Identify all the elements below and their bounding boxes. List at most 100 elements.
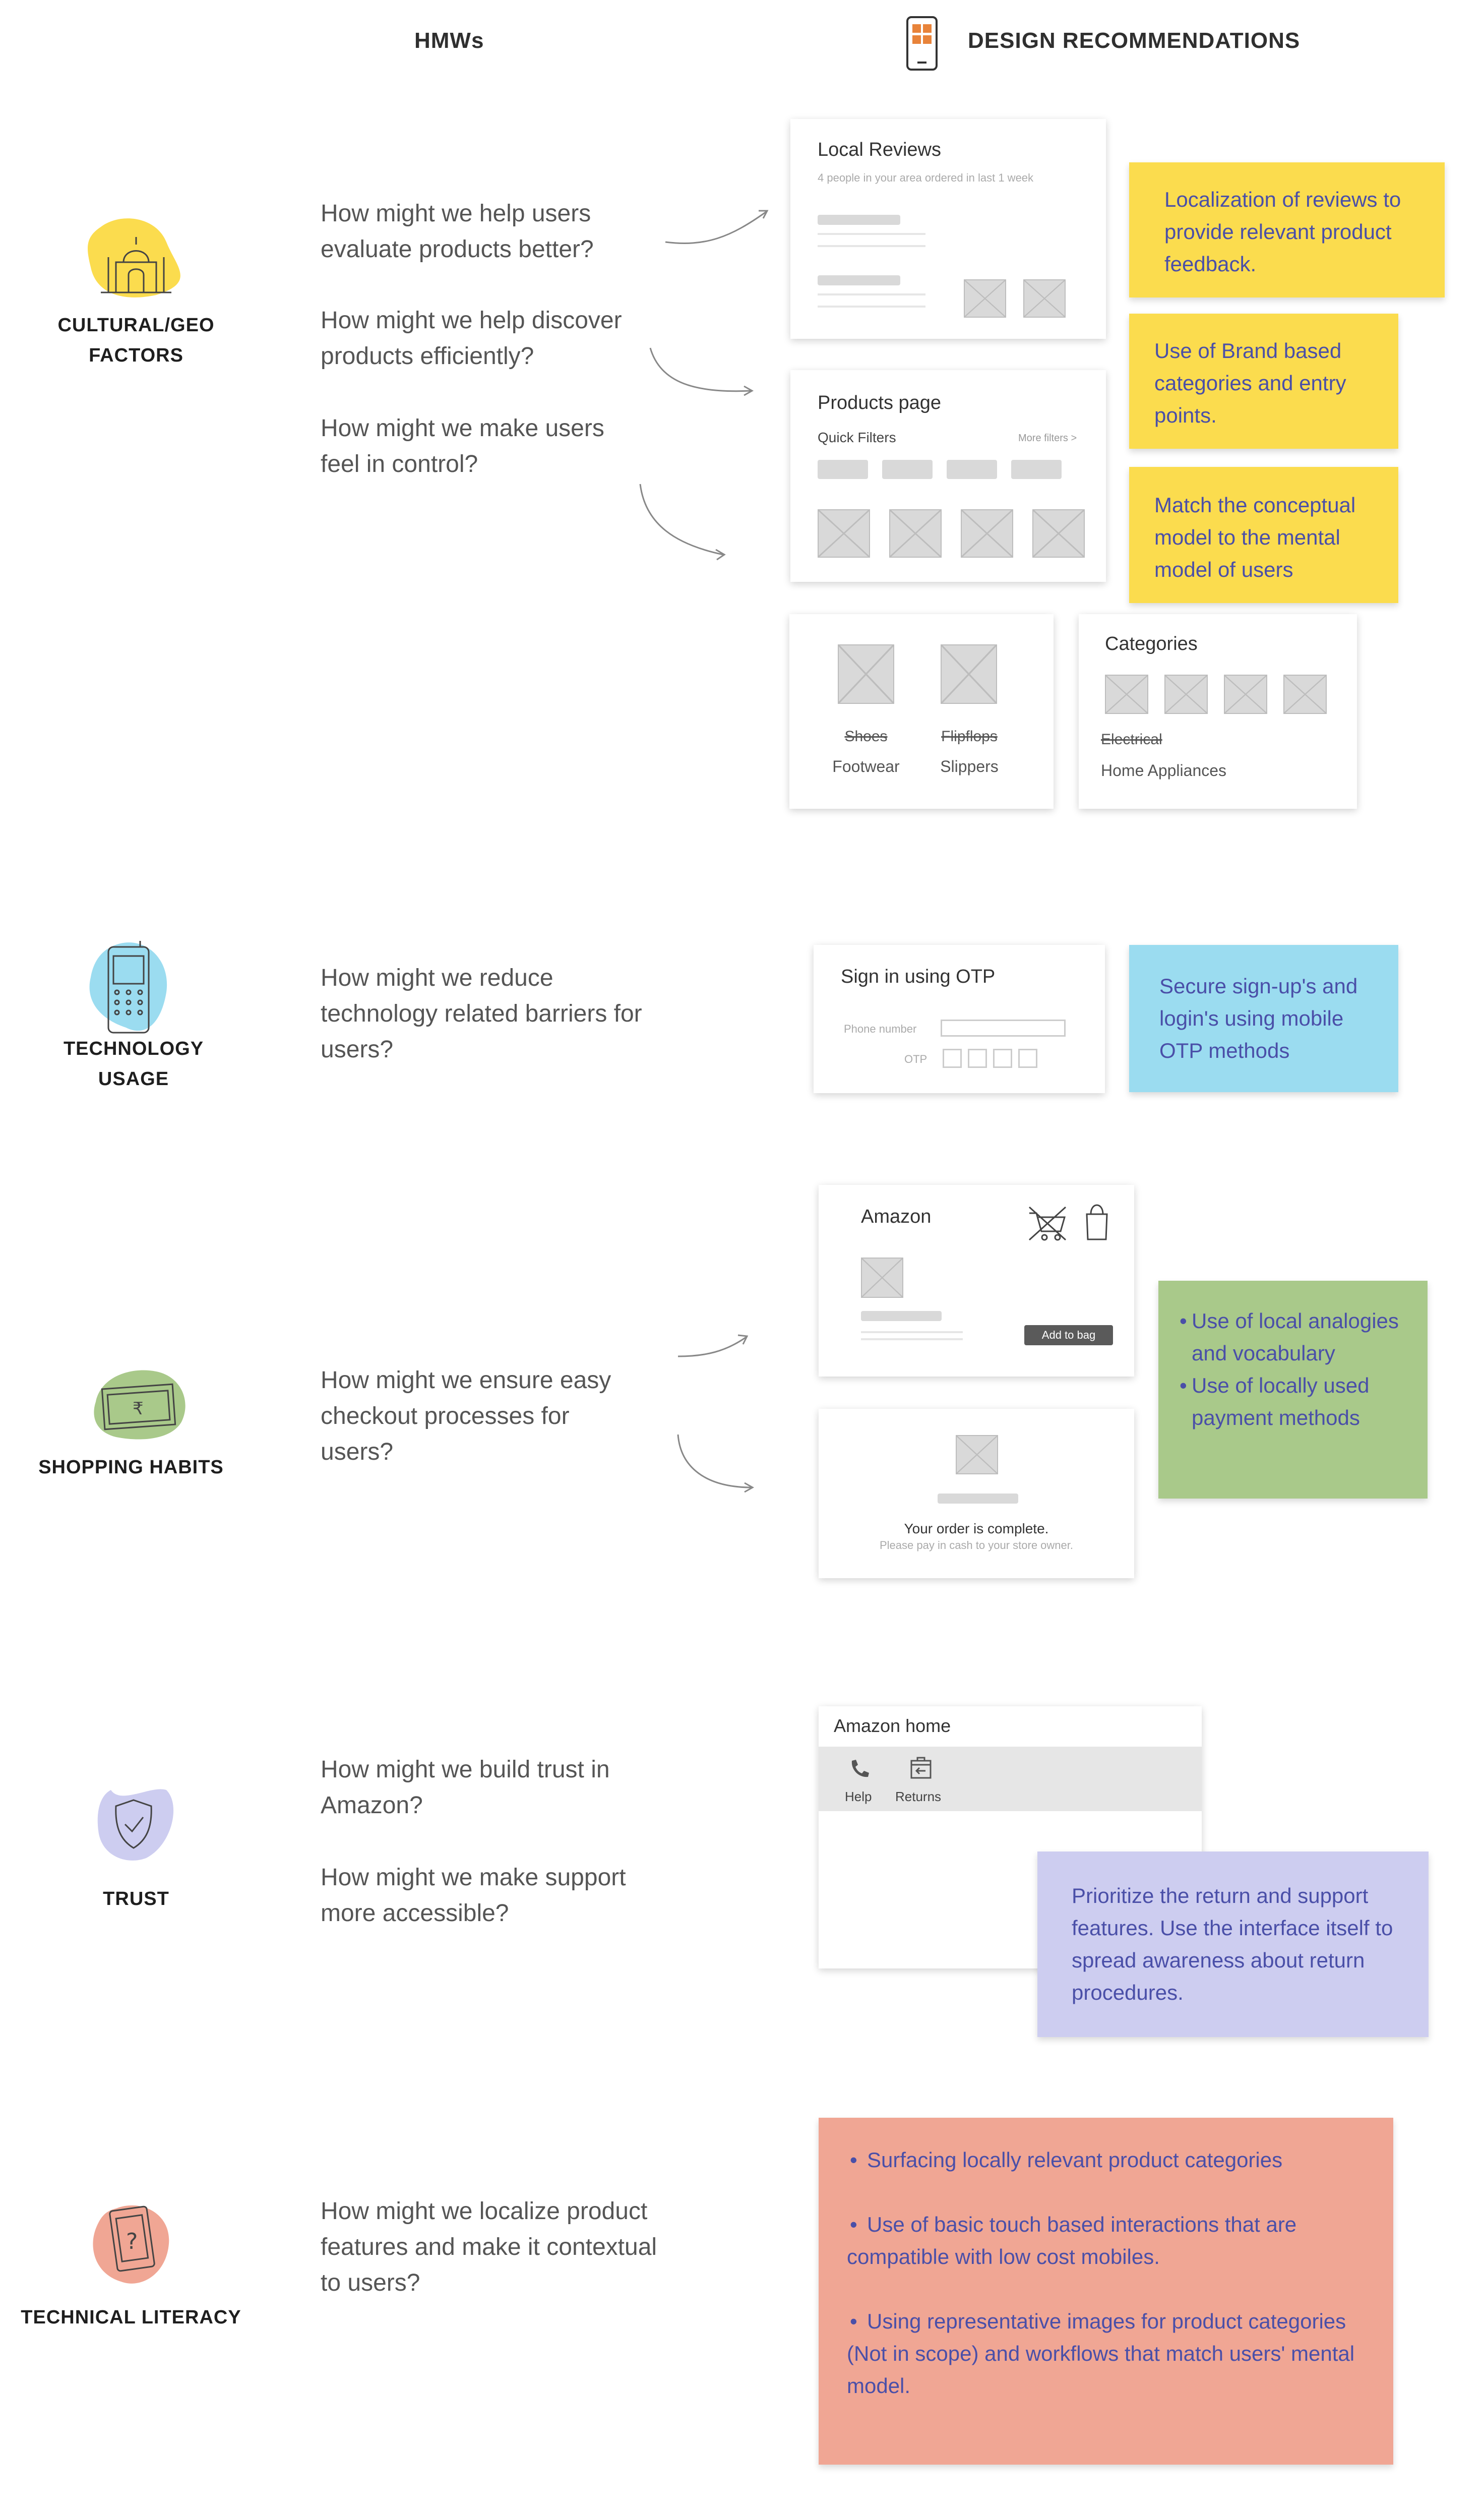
rupee-note-icon: ₹	[81, 1356, 192, 1442]
note-bullet-item: •Use of local analogies and vocabulary	[1180, 1309, 1399, 1365]
note-bullet-item: •Use of basic touch based interactions t…	[847, 2213, 1297, 2268]
categories-card: Categories Electrical Home Appliances	[1079, 614, 1357, 809]
local-reviews-card: Local Reviews 4 people in your area orde…	[790, 119, 1106, 339]
category-line: TECHNICAL LITERACY	[21, 2307, 241, 2328]
old-label: Flipflops	[941, 728, 998, 745]
more-filters-link[interactable]: More filters >	[1018, 433, 1077, 444]
card-subtitle: 4 people in your area ordered in last 1 …	[818, 171, 1034, 184]
phone-number-label: Phone number	[844, 1023, 917, 1035]
mobile-phone-icon	[86, 937, 176, 1038]
category-shopping: SHOPPING HABITS	[30, 1452, 232, 1482]
recommendation-note: Prioritize the return and support featur…	[1037, 1852, 1429, 2037]
category-literacy: TECHNICAL LITERACY	[20, 2302, 242, 2333]
returns-label[interactable]: Returns	[895, 1789, 942, 1804]
brands-card: Shoes Footwear Flipflops Slippers	[789, 614, 1054, 809]
order-complete-card: Your order is complete. Please pay in ca…	[819, 1409, 1134, 1578]
category-line: SHOPPING HABITS	[38, 1457, 224, 1478]
arrow-connector	[665, 210, 769, 244]
card-title: Local Reviews	[818, 139, 941, 160]
category-line: TECHNOLOGY	[63, 1038, 204, 1059]
phone-number-input[interactable]	[941, 1020, 1066, 1037]
old-label: Electrical	[1101, 731, 1162, 748]
image-placeholder	[818, 509, 870, 558]
category-line: USAGE	[98, 1068, 169, 1090]
hmw-question: How might we help discover products effi…	[321, 307, 622, 370]
image-placeholder	[1032, 509, 1085, 558]
returns-icon[interactable]	[908, 1756, 934, 1781]
category-technology: TECHNOLOGY USAGE	[35, 1034, 232, 1094]
image-placeholder	[1224, 675, 1267, 714]
hmw-question: How might we reduce technology related b…	[321, 965, 642, 1063]
phone-grid-icon	[905, 15, 939, 72]
recommendation-note: Secure sign-up's and login's using mobil…	[1129, 945, 1398, 1092]
svg-text:₹: ₹	[133, 1399, 144, 1419]
otp-digit-input[interactable]	[993, 1049, 1012, 1068]
image-placeholder	[956, 1435, 998, 1474]
card-title: Sign in using OTP	[841, 966, 996, 987]
arrow-connector	[677, 1334, 749, 1357]
note-bullet-item: •Surfacing locally relevant product cate…	[850, 2148, 1283, 2172]
order-complete-title: Your order is complete.	[904, 1521, 1049, 1536]
otp-digit-input[interactable]	[943, 1049, 962, 1068]
svg-text:?: ?	[126, 2229, 138, 2254]
card-title: Categories	[1105, 633, 1198, 654]
note-bullet-item: •Using representative images for product…	[847, 2309, 1355, 2398]
taj-mahal-icon	[81, 207, 192, 303]
crossed-cart-icon	[1025, 1202, 1071, 1242]
arrow-connector	[649, 347, 754, 396]
question-phone-icon: ?	[86, 2193, 176, 2289]
image-placeholder	[1164, 675, 1208, 714]
image-placeholder	[889, 509, 942, 558]
arrow-connector	[639, 484, 726, 561]
amazon-product-card: Amazon Add to bag	[819, 1185, 1134, 1377]
image-placeholder	[964, 279, 1006, 318]
new-label: Footwear	[832, 757, 900, 775]
add-to-bag-button[interactable]: Add to bag	[1024, 1325, 1113, 1345]
note-bullet-item: •Use of locally used payment methods	[1180, 1374, 1370, 1429]
category-line: TRUST	[103, 1888, 169, 1909]
recommendation-note: Match the conceptual model to the mental…	[1129, 467, 1398, 603]
recommendation-note: •Surfacing locally relevant product cate…	[819, 2118, 1393, 2465]
new-label: Slippers	[940, 757, 999, 775]
hmw-question: How might we make support more accessibl…	[321, 1864, 626, 1927]
card-title: Amazon home	[834, 1715, 951, 1736]
otp-digit-input[interactable]	[1018, 1049, 1037, 1068]
category-line: FACTORS	[89, 345, 183, 366]
image-placeholder	[1283, 675, 1327, 714]
category-trust: TRUST	[40, 1884, 232, 1914]
old-label: Shoes	[844, 728, 888, 745]
shopping-bag-icon	[1083, 1199, 1111, 1241]
hmw-question: How might we make users feel in control?	[321, 415, 604, 477]
otp-label: OTP	[904, 1053, 928, 1065]
image-placeholder	[961, 509, 1013, 558]
recommendation-note: •Use of local analogies and vocabulary •…	[1158, 1281, 1428, 1499]
category-cultural: CULTURAL/GEO FACTORS	[40, 310, 232, 371]
help-label[interactable]: Help	[845, 1789, 872, 1804]
hmw-question: How might we localize product features a…	[321, 2198, 657, 2296]
recommendation-note: Localization of reviews to provide relev…	[1129, 162, 1445, 297]
quick-filters-label: Quick Filters	[818, 430, 896, 445]
image-placeholder	[1023, 279, 1066, 318]
hmws-header: HMWs	[414, 28, 484, 53]
hmw-question: How might we help users evaluate product…	[321, 200, 594, 263]
recommendations-header: DESIGN RECOMMENDATIONS	[968, 28, 1301, 53]
otp-digit-input[interactable]	[968, 1049, 987, 1068]
card-title: Amazon	[861, 1206, 932, 1227]
products-page-card: Products page Quick Filters More filters…	[790, 370, 1106, 582]
hmw-question: How might we build trust in Amazon?	[321, 1756, 610, 1819]
otp-signin-card: Sign in using OTP Phone number OTP	[814, 945, 1105, 1093]
new-label: Home Appliances	[1101, 761, 1227, 780]
recommendation-note: Use of Brand based categories and entry …	[1129, 314, 1398, 449]
image-placeholder	[941, 644, 997, 704]
card-title: Products page	[818, 392, 942, 413]
category-line: CULTURAL/GEO	[57, 315, 215, 336]
shield-check-icon	[91, 1775, 176, 1866]
arrow-connector	[677, 1434, 755, 1493]
image-placeholder	[1105, 675, 1148, 714]
image-placeholder	[861, 1258, 903, 1298]
order-complete-subtitle: Please pay in cash to your store owner.	[880, 1539, 1073, 1551]
image-placeholder	[838, 644, 894, 704]
phone-icon[interactable]	[848, 1758, 870, 1780]
hmw-question: How might we ensure easy checkout proces…	[321, 1367, 611, 1465]
support-bar	[819, 1747, 1202, 1811]
